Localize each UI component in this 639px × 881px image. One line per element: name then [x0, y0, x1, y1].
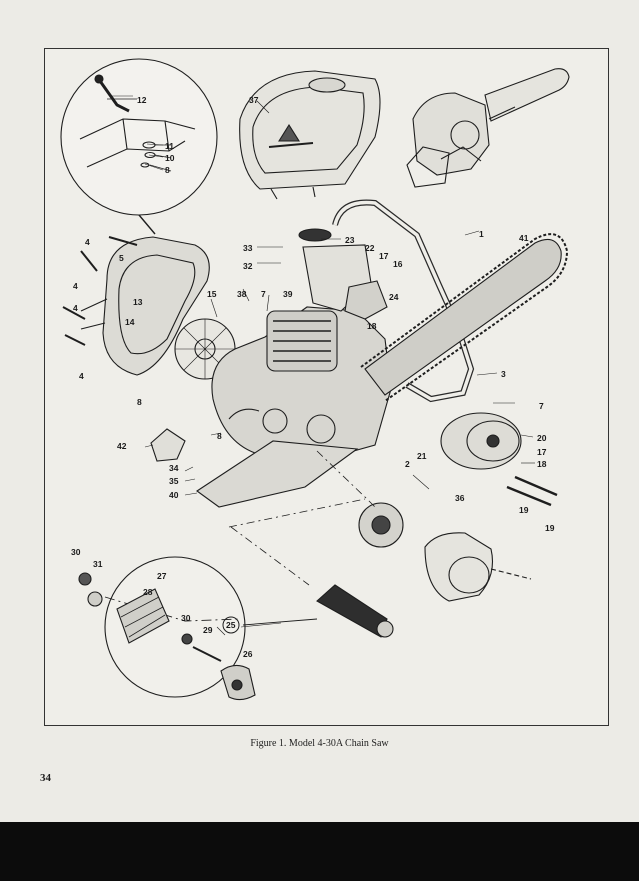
callout-8a: 8 — [165, 165, 170, 175]
manual-page: 12 11 10 8 37 1 41 4 5 33 32 23 22 17 16… — [0, 0, 639, 822]
callout-34: 34 — [169, 463, 179, 473]
handle-grip — [242, 584, 394, 638]
callout-18a: 18 — [367, 321, 377, 331]
callout-leaders — [111, 95, 535, 636]
engine-block — [211, 306, 392, 460]
callout-28: 28 — [143, 587, 153, 597]
callout-32: 32 — [243, 261, 253, 271]
base-plate — [150, 428, 359, 508]
callout-4b: 4 — [73, 281, 78, 291]
callout-30a: 30 — [71, 547, 81, 557]
callout-21: 21 — [417, 451, 427, 461]
callout-31: 31 — [93, 559, 103, 569]
callout-1: 1 — [479, 229, 484, 239]
callout-27: 27 — [157, 571, 167, 581]
callout-12: 12 — [137, 95, 147, 105]
callout-17b: 17 — [537, 447, 547, 457]
callout-22: 22 — [365, 243, 375, 253]
callout-7a: 7 — [261, 289, 266, 299]
callout-19b: 19 — [545, 523, 555, 533]
assembly-leader-lines — [228, 450, 376, 586]
carburetor-assembly — [298, 228, 388, 320]
callout-33: 33 — [243, 243, 253, 253]
callout-4d: 4 — [79, 371, 84, 381]
callout-10: 10 — [165, 153, 175, 163]
callout-30b: 30 — [181, 613, 191, 623]
callout-18b: 18 — [537, 459, 547, 469]
figure-frame: 12 11 10 8 37 1 41 4 5 33 32 23 22 17 16… — [44, 48, 609, 726]
callout-4c: 4 — [73, 303, 78, 313]
callout-24: 24 — [389, 292, 399, 302]
callout-numbers: 12 11 10 8 37 1 41 4 5 33 32 23 22 17 16… — [71, 95, 555, 659]
handle-bar — [332, 199, 475, 403]
callout-40: 40 — [169, 490, 179, 500]
callout-16: 16 — [393, 259, 403, 269]
guide-bar-chain — [360, 233, 569, 402]
callout-37: 37 — [249, 95, 259, 105]
callout-25: 25 — [226, 620, 236, 630]
callout-7b: 7 — [539, 401, 544, 411]
callout-36: 36 — [455, 493, 465, 503]
callout-25-ring — [222, 616, 240, 634]
figure-caption: Figure 1. Model 4-30A Chain Saw — [250, 738, 389, 749]
callout-42: 42 — [117, 441, 127, 451]
callout-2: 2 — [405, 459, 410, 469]
callout-35: 35 — [169, 476, 179, 486]
callout-23: 23 — [345, 235, 355, 245]
callout-8c: 8 — [217, 431, 222, 441]
callout-5: 5 — [119, 253, 124, 263]
callout-3: 3 — [501, 369, 506, 379]
callout-11: 11 — [165, 141, 174, 151]
callout-15: 15 — [207, 289, 217, 299]
callout-41: 41 — [519, 233, 529, 243]
callout-13: 13 — [133, 297, 143, 307]
exploded-parts-diagram: 12 11 10 8 37 1 41 4 5 33 32 23 22 17 16… — [60, 58, 570, 701]
starter-housing — [62, 236, 210, 376]
starter-detail-inset — [60, 58, 218, 235]
callout-14: 14 — [125, 317, 135, 327]
callout-17a: 17 — [379, 251, 389, 261]
clutch-cover-assembly — [358, 502, 532, 602]
assembled-chainsaw-view — [406, 68, 570, 188]
callout-29: 29 — [203, 625, 213, 635]
callout-26: 26 — [243, 649, 253, 659]
page-number: 34 — [40, 772, 51, 784]
clutch-drum — [440, 412, 558, 507]
callout-39: 39 — [283, 289, 293, 299]
callout-20: 20 — [537, 433, 547, 443]
callout-38: 38 — [237, 289, 247, 299]
callout-4a: 4 — [85, 237, 90, 247]
scan-border — [0, 822, 639, 881]
handle-grip-detail-inset — [78, 556, 256, 701]
callout-19a: 19 — [519, 505, 529, 515]
callout-8b: 8 — [137, 397, 142, 407]
fuel-tank — [239, 70, 381, 200]
